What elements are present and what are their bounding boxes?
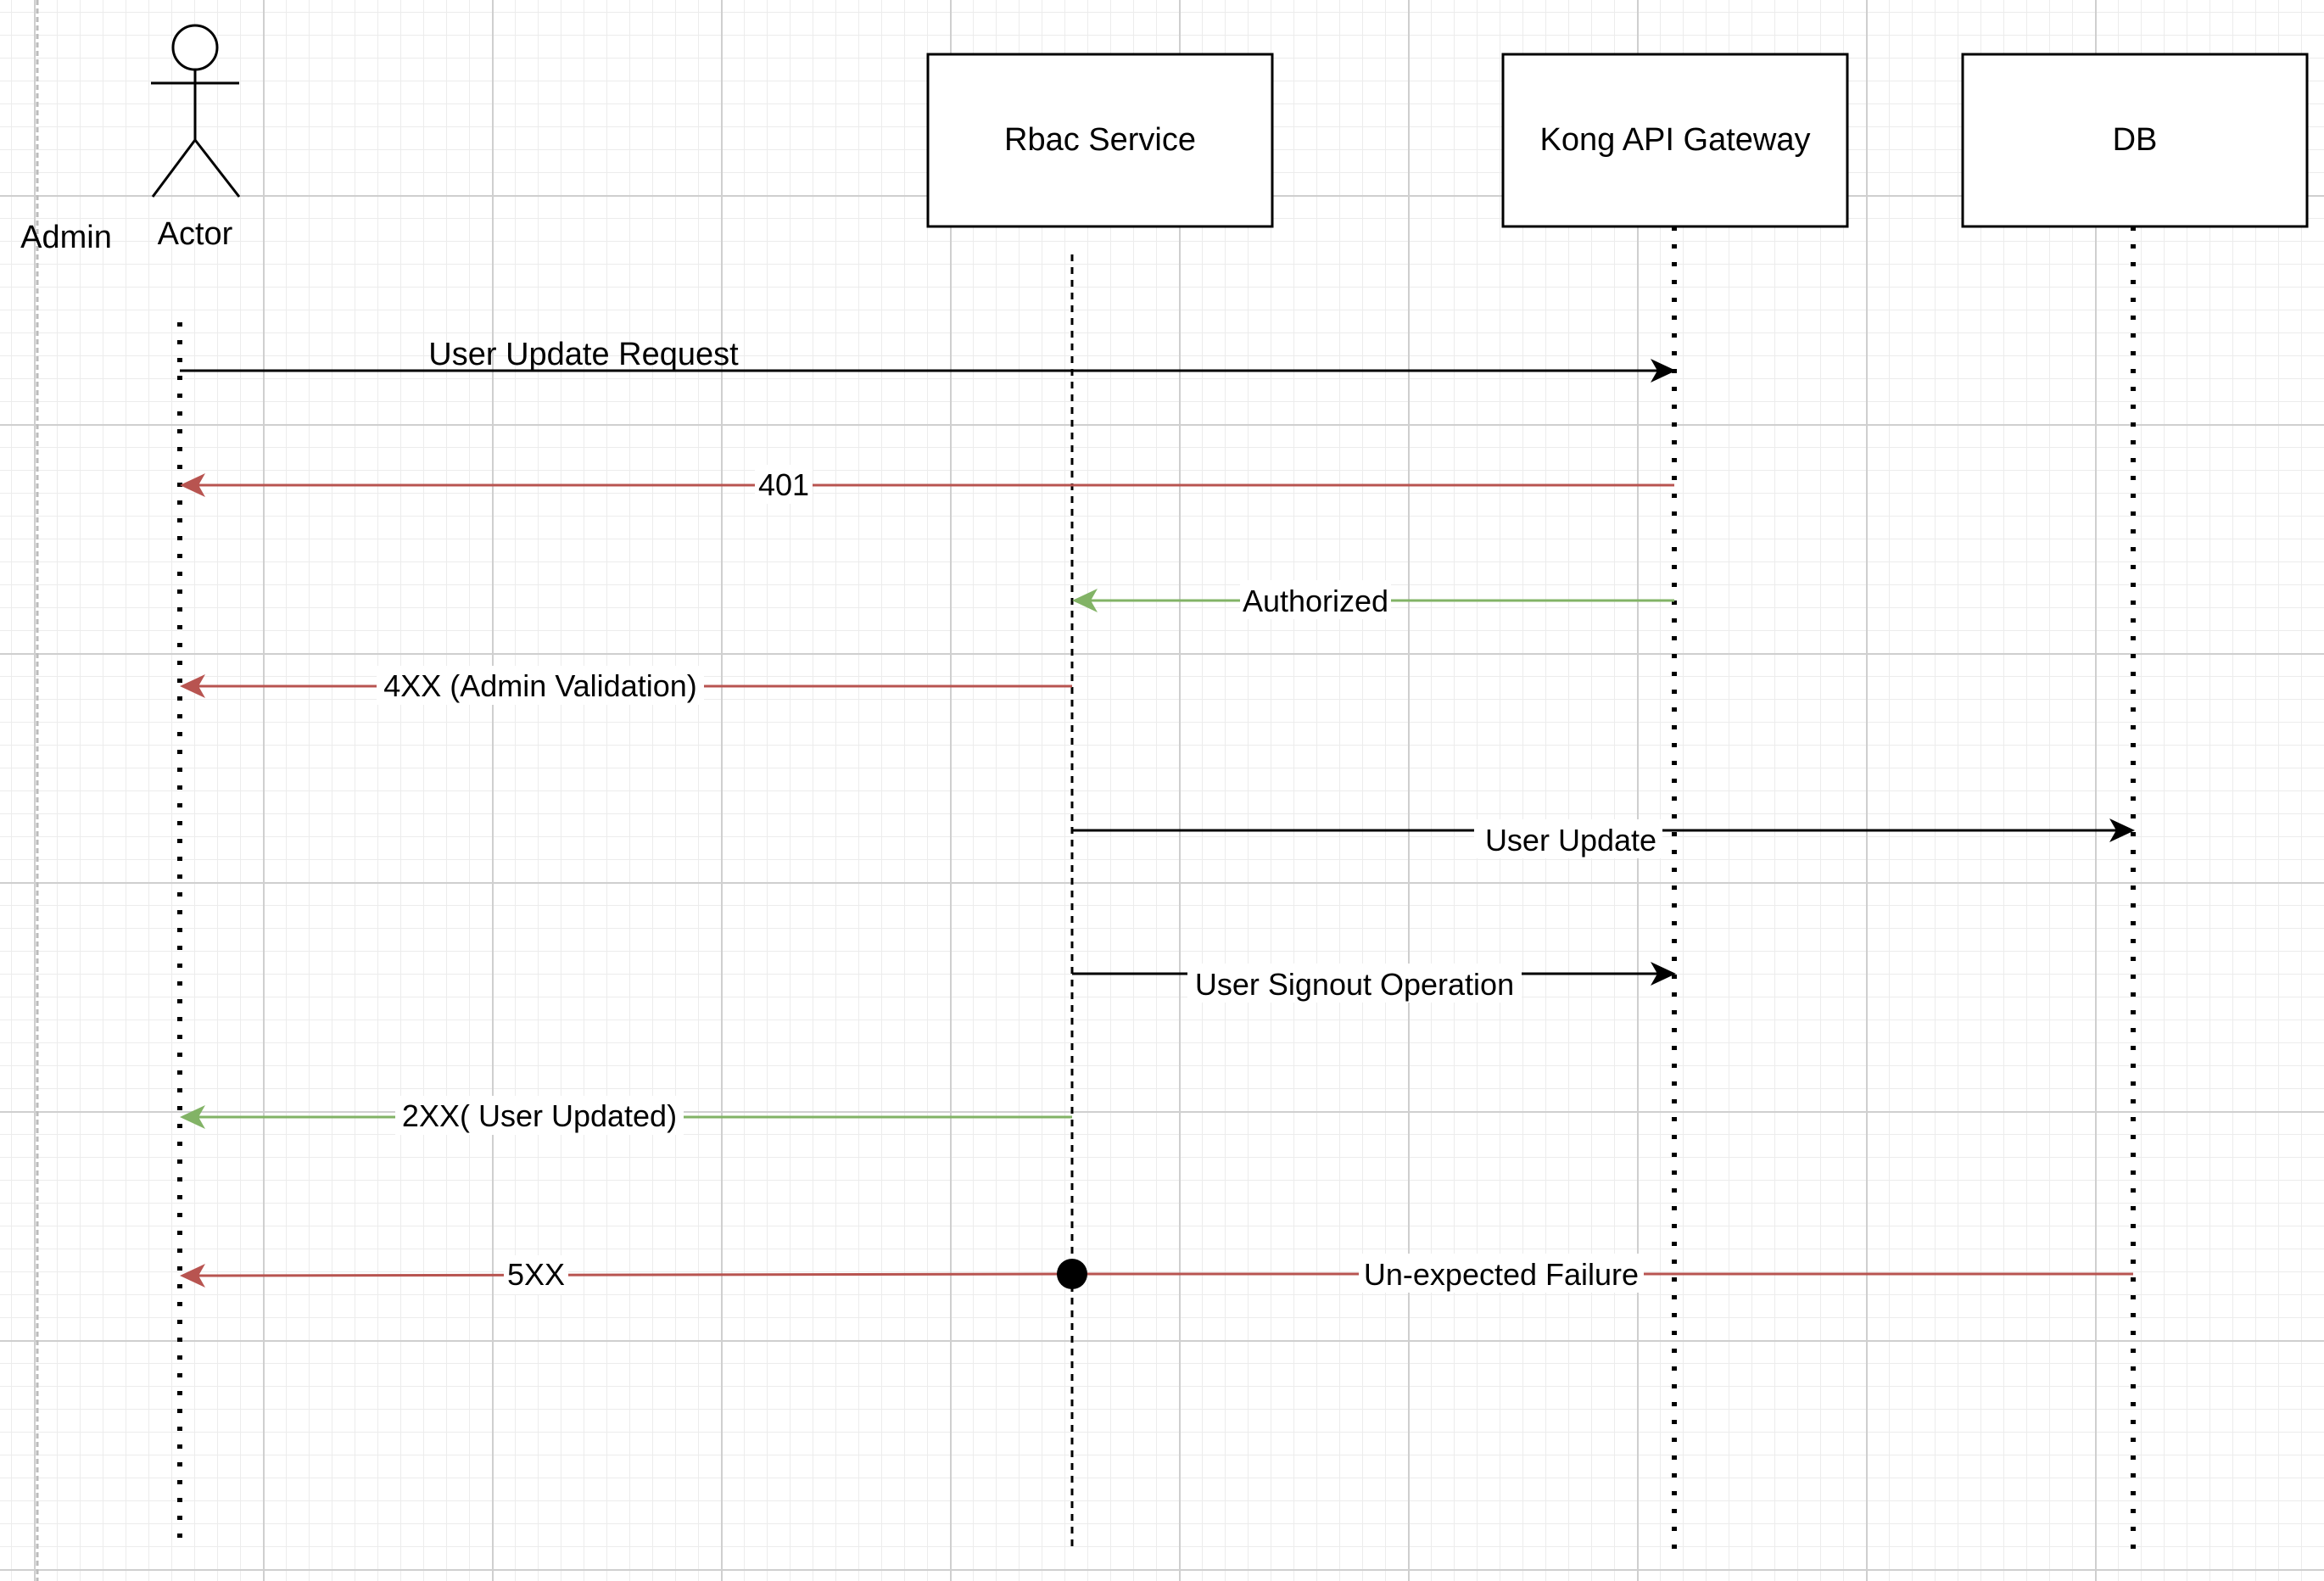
label-bg [1187, 964, 1522, 1003]
label-bg [1240, 580, 1391, 619]
message-user-update[interactable]: User Update [1072, 818, 2135, 858]
arrow-head [180, 674, 205, 698]
label-bg [395, 1096, 684, 1135]
message-label: Authorized [1243, 584, 1388, 618]
label-bg [1474, 819, 1662, 858]
message-2xx-user-updated[interactable]: 2XX( User Updated) [180, 1096, 1072, 1135]
participant-box-rbac [926, 53, 1274, 228]
actor-label: Actor [158, 216, 233, 252]
arrow-head [2109, 818, 2135, 842]
arrow-head [1072, 589, 1098, 612]
participant-label-rbac: Rbac Service [1004, 122, 1196, 158]
label-bg [755, 465, 813, 504]
message-user-signout-operation[interactable]: User Signout Operation [1072, 962, 1676, 1003]
arrow-head [1651, 962, 1676, 986]
message-unexpected-failure[interactable]: Un-expected Failure [1072, 1254, 2133, 1293]
message-label: 401 [758, 467, 809, 502]
participant-label-kong: Kong API Gateway [1540, 122, 1811, 158]
message-5xx[interactable]: 5XX [180, 1255, 1073, 1294]
arrow-head [180, 1105, 205, 1129]
arrow-head [180, 473, 205, 497]
message-label: 4XX (Admin Validation) [383, 668, 697, 703]
junction-dot [1057, 1259, 1087, 1289]
message-label: User Update [1485, 823, 1656, 858]
message-label: User Signout Operation [1195, 967, 1514, 1002]
label-bg [504, 1255, 568, 1294]
admin-lane-label: Admin [20, 220, 112, 255]
actor-head [171, 24, 219, 71]
message-user-update-request[interactable]: User Update Request [180, 337, 1676, 383]
actor-left-leg [151, 139, 197, 198]
message-label: Un-expected Failure [1364, 1257, 1639, 1292]
participant-db[interactable]: DB [1961, 53, 2309, 228]
message-line [191, 1272, 1073, 1277]
actor-figure[interactable] [151, 24, 241, 198]
message-4xx-admin-validation[interactable]: 4XX (Admin Validation) [180, 666, 1072, 705]
participant-box-db [1961, 53, 2309, 228]
arrow-head [1651, 359, 1676, 383]
arrow-head [180, 1264, 205, 1288]
message-label: 2XX( User Updated) [402, 1098, 677, 1133]
message-label: 5XX [507, 1257, 565, 1292]
message-401[interactable]: 401 [180, 465, 1674, 504]
label-bg [1359, 1254, 1644, 1293]
participant-rbac-service[interactable]: Rbac Service [926, 53, 1274, 228]
label-bg [377, 666, 704, 705]
participant-box-kong [1501, 53, 1849, 228]
message-label: User Update Request [428, 337, 739, 372]
actor-right-leg [193, 139, 241, 198]
participant-kong-api-gateway[interactable]: Kong API Gateway [1501, 53, 1849, 228]
participant-label-db: DB [2113, 122, 2158, 158]
message-authorized[interactable]: Authorized [1072, 580, 1674, 619]
